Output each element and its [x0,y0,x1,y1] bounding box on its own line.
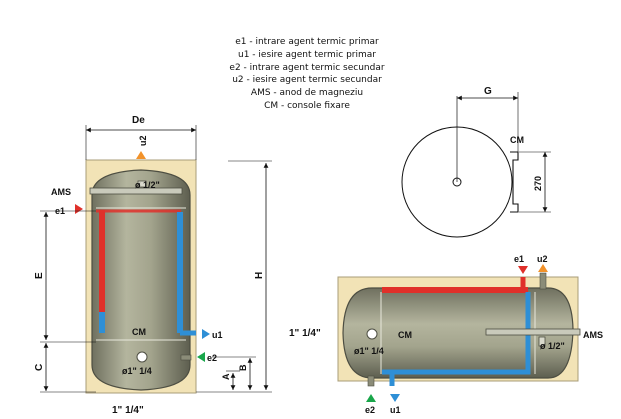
legend: e1 - intrare agent termic primar u1 - ie… [212,36,402,113]
legend-u1: u1 - iesire agent termic primar [238,49,376,60]
horizontal-flange-circle [366,328,378,340]
horizontal-u2-label: u2 [537,254,548,264]
horizontal-cm-label: CM [398,330,412,340]
horizontal-e2-arrow [366,394,376,402]
vertical-cm-label: CM [132,327,146,337]
vertical-primary-coil-blue [99,212,183,333]
top-view-270-label: 270 [533,176,543,191]
horizontal-anode-bar [485,328,581,336]
vertical-flange-circle [136,351,148,363]
horizontal-u2-arrow [538,264,548,272]
legend-e1: e1 - intrare agent termic primar [235,37,379,47]
top-view-bracket [510,151,519,213]
horizontal-ams-label: AMS [583,330,603,340]
vertical-anode-bar [89,187,183,195]
legend-cm: CM - console fixare [264,100,350,111]
horizontal-coil-blue [382,292,531,375]
vertical-e2-arrow [197,352,205,362]
vertical-a-label: A [221,373,231,380]
vertical-thread-bottom-label: ø1" 1/4 [122,366,152,376]
top-view-g-label: G [484,86,492,97]
horizontal-thread-boss [538,336,546,347]
horizontal-side-size-label: 1" 1/4" [289,328,321,339]
horizontal-u1-arrow [390,394,400,402]
horizontal-u2-pipe [539,272,547,290]
vertical-u1-arrow [202,329,210,339]
legend-u2: u2 - iesire agent termic secundar [232,75,382,86]
vertical-c-label: C [34,364,45,371]
horizontal-tank-body [342,287,574,379]
horizontal-u1-label: u1 [390,405,401,415]
vertical-u2-label: u2 [138,135,148,146]
vertical-e1-arrow [75,204,83,214]
horizontal-e2-pipe [367,375,375,387]
horizontal-thread-left-label: ø1" 1/4 [354,346,384,356]
horizontal-e1-label: e1 [514,254,524,264]
vertical-u2-arrow [136,151,146,159]
vertical-e2-label: e2 [207,353,217,363]
vertical-bottom-size-label: 1" 1/4" [112,405,144,416]
vertical-thread-boss [137,180,147,188]
vertical-e-label: E [34,272,45,279]
vertical-thread-top-label: ø 1/2" [135,180,160,190]
vertical-e1-label: e1 [55,206,65,216]
horizontal-e2-label: e2 [365,405,375,415]
legend-e2: e2 - intrare agent termic secundar [229,62,385,73]
vertical-de-label: De [132,115,145,126]
horizontal-e1-arrow [518,266,528,274]
vertical-h-label: H [254,272,265,279]
vertical-b-label: B [238,364,248,371]
vertical-tank-body [91,169,191,391]
legend-ams: AMS - anod de magneziu [250,88,364,99]
horizontal-thread-right-label: ø 1/2" [540,341,565,351]
vertical-bottom-nub [180,354,192,361]
vertical-ams-label: AMS [51,187,71,197]
vertical-u1-label: u1 [212,330,223,340]
top-view: G CM 270 [401,86,551,238]
vertical-tank-view: De u2 AMS e1 ø 1/2" CM u1 e2 ø1" 1/4 E C… [34,115,272,416]
horizontal-tank-view: e1 u2 1" 1/4" ø1" 1/4 CM ø 1/2" AMS e2 u… [289,254,603,415]
top-view-cm-label: CM [510,135,524,145]
